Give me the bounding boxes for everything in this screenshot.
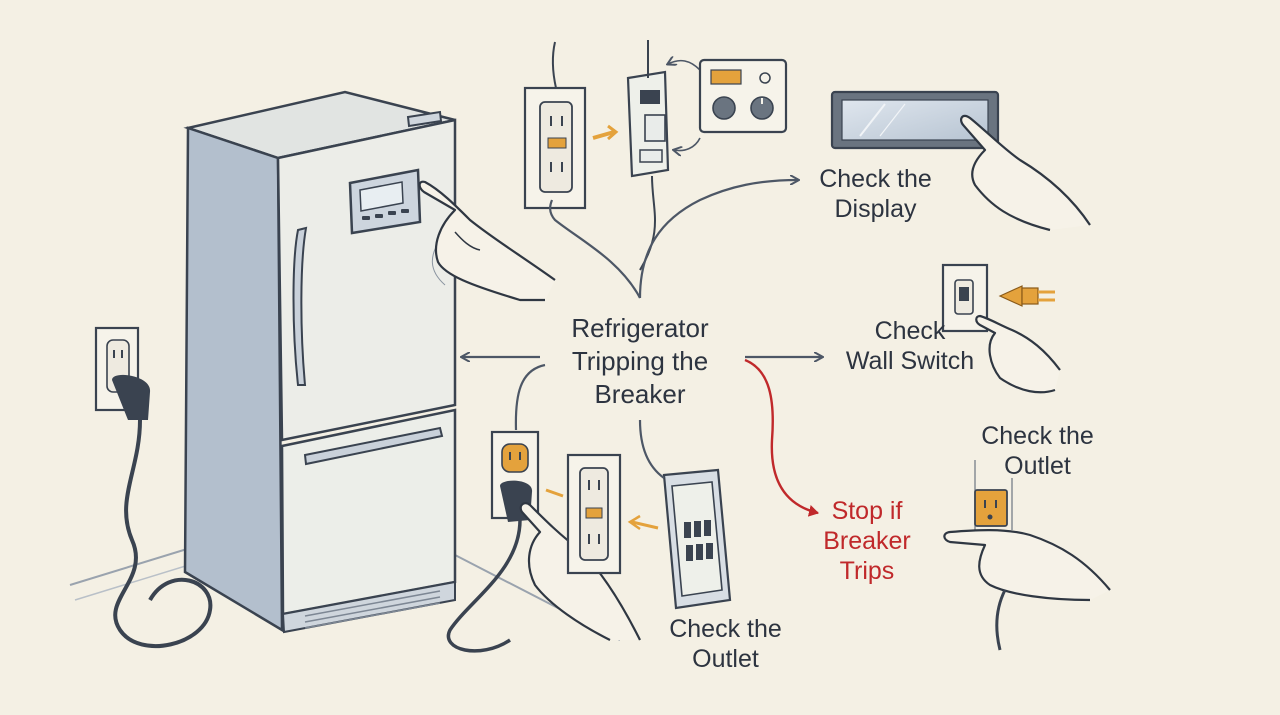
label-check-display: Check the Display bbox=[798, 164, 953, 224]
label-check-wall-switch-line-2: Wall Switch bbox=[845, 347, 975, 375]
accent-arrow-top bbox=[592, 130, 615, 140]
label-check-outlet-right: Check the Outlet bbox=[960, 421, 1115, 481]
center-title: Refrigerator Tripping the Breaker bbox=[540, 312, 740, 411]
hand-at-right-outlet bbox=[943, 529, 1111, 651]
bottom-outlet-with-plug bbox=[446, 430, 540, 653]
hand-at-wall-switch bbox=[975, 314, 1061, 394]
accent-arrow-bottom bbox=[627, 514, 641, 531]
warning-arrow bbox=[744, 358, 819, 517]
center-title-line-1: Refrigerator bbox=[571, 313, 709, 343]
label-check-outlet-bottom: Check the Outlet bbox=[648, 614, 803, 674]
label-check-outlet-bottom-line-1: Check the bbox=[669, 615, 782, 643]
accent-dash-bottom bbox=[545, 488, 564, 498]
bottom-gfci-outlet bbox=[566, 453, 622, 575]
control-panel bbox=[698, 58, 788, 134]
label-check-wall-switch-line-1: Check bbox=[874, 317, 946, 345]
label-check-outlet-bottom-line-2: Outlet bbox=[692, 645, 759, 673]
label-stop-line-1: Stop if bbox=[831, 497, 903, 525]
hand-at-fridge-display bbox=[418, 180, 556, 302]
label-stop-line-3: Trips bbox=[839, 557, 895, 585]
refrigerator-illustration bbox=[183, 90, 457, 634]
flow-arrows bbox=[462, 180, 822, 479]
label-stop-if-breaker-trips: Stop if Breaker Trips bbox=[812, 496, 922, 586]
center-title-line-3: Breaker bbox=[594, 379, 686, 409]
label-check-outlet-right-line-1: Check the bbox=[981, 422, 1094, 450]
top-gfci-outlet bbox=[523, 41, 587, 210]
hand-at-display-panel bbox=[960, 114, 1091, 232]
breaker-panel-box bbox=[662, 468, 732, 610]
label-check-display-line-1: Check the bbox=[819, 165, 932, 193]
label-check-wall-switch: Check Wall Switch bbox=[825, 316, 995, 376]
left-wall-outlet bbox=[94, 326, 213, 648]
circuit-breaker-switch bbox=[626, 40, 670, 271]
center-title-line-2: Tripping the bbox=[571, 346, 709, 376]
label-stop-line-2: Breaker bbox=[823, 527, 911, 555]
right-small-outlet bbox=[974, 460, 1013, 530]
label-check-display-line-2: Display bbox=[834, 195, 917, 223]
label-check-outlet-right-line-2: Outlet bbox=[1004, 452, 1071, 480]
plug-icon bbox=[998, 285, 1055, 307]
